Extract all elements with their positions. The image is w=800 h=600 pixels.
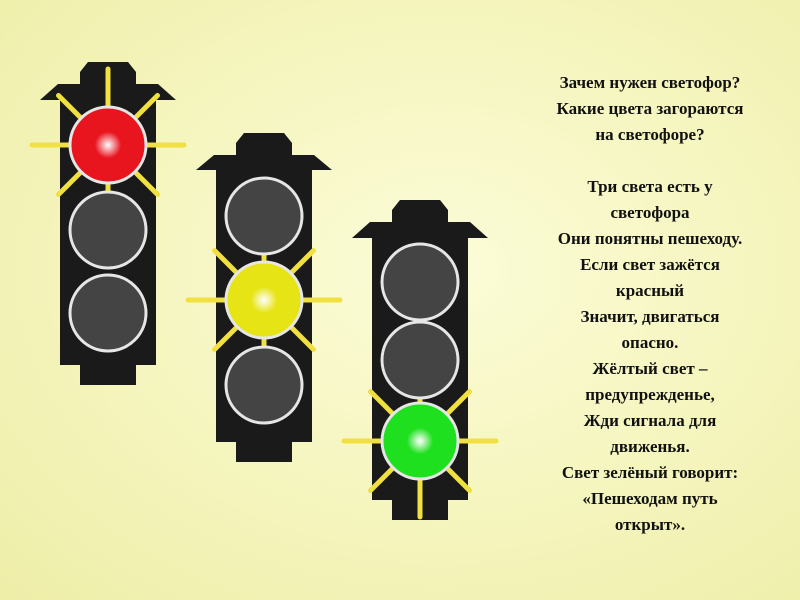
- lamp-off: [68, 273, 148, 353]
- yellow-signal-traffic-light: [185, 133, 343, 462]
- light-ray: [289, 248, 316, 275]
- traffic-light-cap: [236, 133, 292, 155]
- poem-line-14: открыт».: [614, 515, 686, 534]
- poem-line-13: «Пешеходам путь: [582, 489, 718, 508]
- lamp-lit: [68, 105, 148, 185]
- traffic-light-hood: [196, 155, 332, 170]
- poem-line-5: красный: [615, 281, 685, 300]
- light-ray: [212, 248, 239, 275]
- green-signal-traffic-light: [341, 200, 499, 520]
- red-signal-traffic-light: [29, 62, 187, 385]
- poem-line-1: Три света есть у: [587, 177, 713, 196]
- poem-line-10: Жди сигнала для: [583, 411, 717, 430]
- question-line-1: Зачем нужен светофор?: [559, 73, 741, 92]
- traffic-light-cap: [392, 200, 448, 222]
- light-ray: [133, 93, 160, 120]
- light-ray: [212, 325, 239, 352]
- traffic-light-base: [236, 442, 292, 462]
- poem-line-12: Свет зелёный говорит:: [561, 463, 739, 482]
- lamp-off: [224, 345, 304, 425]
- light-ray: [56, 93, 83, 120]
- light-ray: [368, 466, 395, 493]
- lamp-off: [224, 176, 304, 256]
- lamp-off: [380, 320, 460, 400]
- poem-line-8: Жёлтый свет –: [592, 359, 708, 378]
- light-ray: [445, 389, 472, 416]
- lamp-lit: [380, 401, 460, 481]
- traffic-light-hood: [352, 222, 488, 238]
- stanza-gap: [500, 148, 800, 174]
- light-ray: [56, 170, 83, 197]
- lamp-lit: [224, 260, 304, 340]
- poem-line-3: Они понятны пешеходу.: [557, 229, 743, 248]
- poem-line-7: опасно.: [621, 333, 679, 352]
- light-ray: [368, 389, 395, 416]
- poem-line-9: предупрежденье,: [585, 385, 715, 404]
- light-ray: [133, 170, 160, 197]
- traffic-light-base: [80, 365, 136, 385]
- question-line-3: на светофоре?: [595, 125, 705, 144]
- poem-line-11: движенья.: [610, 437, 690, 456]
- lamp-off: [380, 242, 460, 322]
- lamp-off: [68, 190, 148, 270]
- light-ray: [289, 325, 316, 352]
- light-ray: [445, 466, 472, 493]
- poem-text: Зачем нужен светофор? Какие цвета загора…: [500, 70, 800, 538]
- poem-line-4: Если свет зажётся: [580, 255, 720, 274]
- poem-line-2: светофора: [610, 203, 690, 222]
- traffic-lights-illustration: [29, 62, 499, 520]
- poem-line-6: Значит, двигаться: [580, 307, 720, 326]
- question-line-2: Какие цвета загораются: [556, 99, 744, 118]
